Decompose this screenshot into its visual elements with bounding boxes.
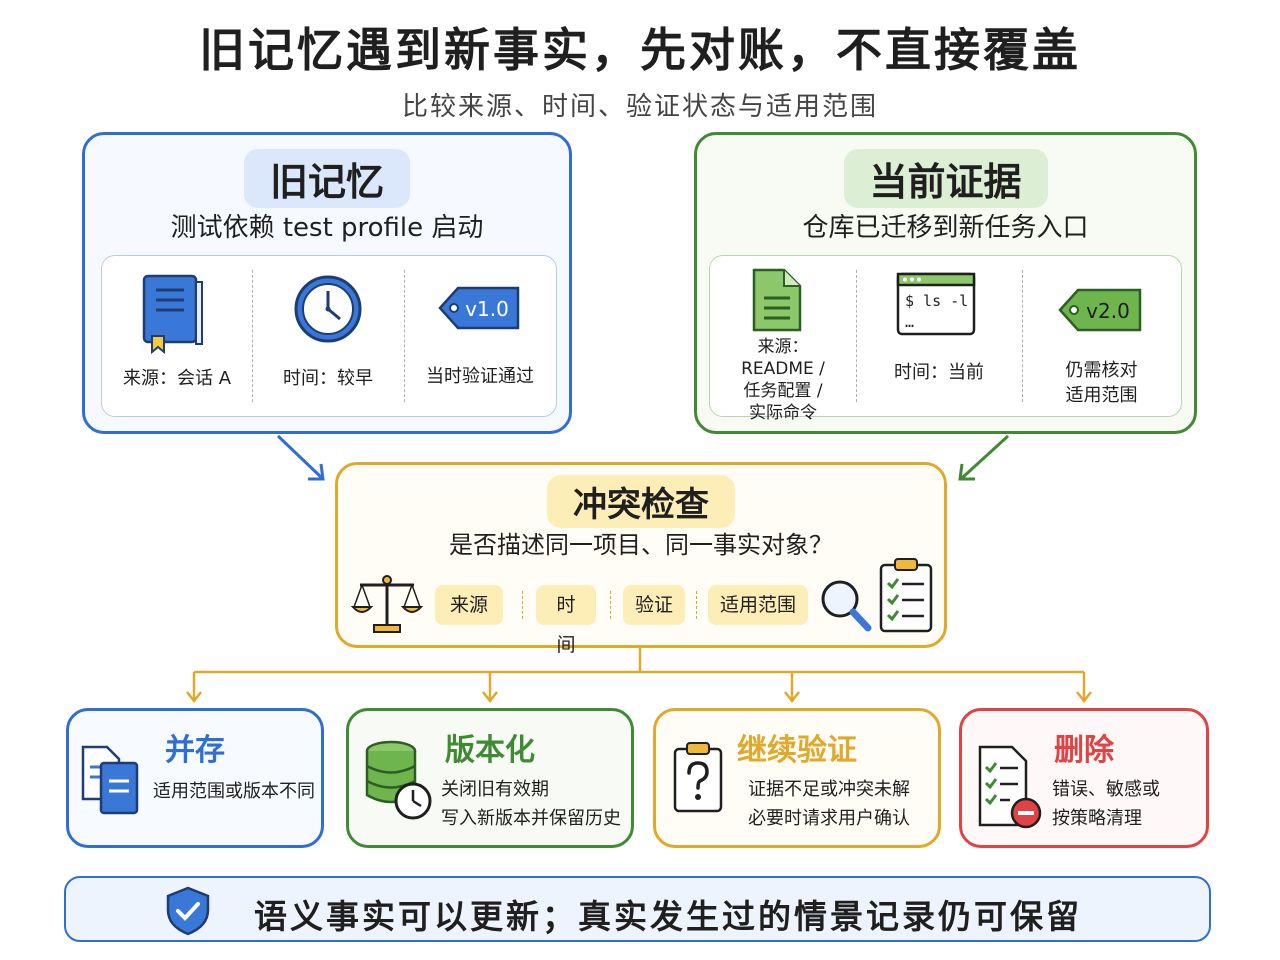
criterion-time: 时间 <box>536 585 596 656</box>
outcome-delete-card: 删除 错误、敏感或 按策略清理 <box>959 708 1209 848</box>
outcome-coexist-text: 适用范围或版本不同 <box>153 781 315 802</box>
old-time-label: 时间：较早 <box>283 368 373 389</box>
new-source-label: 来源： README / 任务配置 / 实际命令 <box>741 337 825 423</box>
current-evidence-panel: 当前证据 仓库已迁移到新任务入口 来源： README / 任务配置 / 实际命… <box>694 132 1197 434</box>
question-clipboard-icon <box>673 742 723 813</box>
page-title: 旧记忆遇到新事实，先对账，不直接覆盖 <box>199 23 1081 77</box>
outcome-verify-text: 证据不足或冲突未解 必要时请求用户确认 <box>748 779 910 829</box>
outcome-versioning-text: 关闭旧有效期 写入新版本并保留历史 <box>441 779 621 829</box>
tag-icon: v2.0 <box>1058 288 1142 332</box>
copy-docs-icon <box>81 745 139 815</box>
new-status-cell: v2.0 仍需核对 适用范围 <box>1022 256 1181 416</box>
outcome-versioning-title: 版本化 <box>445 733 535 768</box>
new-version-tag: v2.0 <box>1086 299 1130 323</box>
outcome-versioning-card: 版本化 关闭旧有效期 写入新版本并保留历史 <box>346 708 634 848</box>
outcome-coexist-title: 并存 <box>165 733 225 768</box>
old-time-cell: 时间：较早 <box>252 256 404 416</box>
new-time-label: 时间：当前 <box>894 362 984 383</box>
old-version-tag: v1.0 <box>465 297 509 321</box>
current-evidence-attributes: 来源： README / 任务配置 / 实际命令 $ ls -l … 时间：当前… <box>709 255 1182 423</box>
conflict-check-question: 是否描述同一项目、同一事实对象？ <box>449 531 833 559</box>
terminal-icon: $ ls -l … <box>896 272 976 336</box>
new-source-cell: 来源： README / 任务配置 / 实际命令 <box>710 256 856 423</box>
outcome-delete-text: 错误、敏感或 按策略清理 <box>1052 779 1160 829</box>
book-icon <box>142 274 203 355</box>
old-status-cell: v1.0 当时验证通过 <box>404 256 556 416</box>
criterion-scope: 适用范围 <box>708 585 808 625</box>
terminal-text: $ ls -l <box>905 292 968 310</box>
current-evidence-description: 仓库已迁移到新任务入口 <box>802 213 1089 243</box>
database-clock-icon <box>365 740 432 820</box>
new-status-label: 仍需核对 适用范围 <box>1065 360 1138 406</box>
outcome-verify-card: 继续验证 证据不足或冲突未解 必要时请求用户确认 <box>653 708 941 848</box>
clock-icon <box>294 275 362 343</box>
magnifier-icon <box>821 580 872 632</box>
page-subtitle: 比较来源、时间、验证状态与适用范围 <box>401 92 878 122</box>
document-icon <box>752 268 802 332</box>
shield-check-icon <box>166 886 210 936</box>
new-time-cell: $ ls -l … 时间：当前 <box>856 256 1022 416</box>
criterion-source: 来源 <box>435 585 503 625</box>
conflict-check-heading: 冲突检查 <box>547 475 735 528</box>
terminal-dots: … <box>905 313 914 331</box>
old-memory-heading: 旧记忆 <box>243 149 411 208</box>
current-evidence-heading: 当前证据 <box>843 149 1048 208</box>
footer-text: 语义事实可以更新；真实发生过的情景记录仍可保留 <box>254 897 1082 936</box>
old-memory-description: 测试依赖 test profile 启动 <box>170 213 484 243</box>
old-memory-panel: 旧记忆 测试依赖 test profile 启动 来源：会话 A 时间： <box>82 132 572 434</box>
criterion-verification: 验证 <box>623 585 685 625</box>
footer-banner: 语义事实可以更新；真实发生过的情景记录仍可保留 <box>64 876 1211 942</box>
old-memory-attributes: 来源：会话 A 时间：较早 v1.0 当时验证通过 <box>101 255 557 417</box>
outcome-verify-title: 继续验证 <box>737 733 857 768</box>
outcome-coexist-card: 并存 适用范围或版本不同 <box>66 708 324 848</box>
old-status-label: 当时验证通过 <box>426 366 534 387</box>
delete-checklist-icon <box>978 745 1042 829</box>
conflict-check-panel: 冲突检查 是否描述同一项目、同一事实对象？ 来源 时间 验证 适用范围 <box>335 462 947 656</box>
checklist-icon <box>879 558 933 633</box>
tag-icon: v1.0 <box>438 286 520 330</box>
scale-icon <box>350 575 424 633</box>
outcome-delete-title: 删除 <box>1054 733 1114 768</box>
old-source-cell: 来源：会话 A <box>102 256 252 416</box>
old-source-label: 来源：会话 A <box>122 368 232 389</box>
